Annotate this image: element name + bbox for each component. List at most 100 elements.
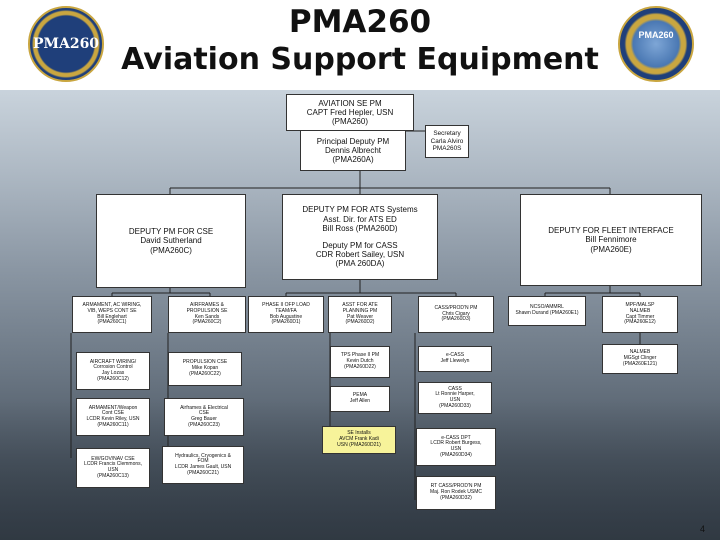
ncso-ammrl-box: NCSO/AMMRL Shawn Durand (PMA260E1) (508, 296, 586, 326)
page-title: PMA260 (288, 4, 432, 40)
box-line: RT CASS/PROD'N PM (430, 483, 482, 490)
box-line: Jeff Allen (349, 398, 371, 404)
box-line: NCSO/AMMRL (530, 304, 564, 311)
aircraft-wiring-box: AIRCRAFT WIRING/ Corrosion Control Jay L… (76, 352, 150, 390)
box-line: DEPUTY PM FOR ATS Systems (302, 205, 418, 215)
box-line: LCDR Kevin Riley, USN (86, 416, 140, 422)
box-line: (PMA 260DA) (335, 259, 385, 269)
cass-prod-box: CASS/PROD'N PM Chris Cigary (PMA260D3) (418, 296, 494, 333)
box-line: Ken Sands (194, 313, 220, 320)
box-line: (PMA260C23) (188, 421, 220, 428)
principal-deputy-box: Principal Deputy PM Dennis Albrecht (PMA… (300, 131, 406, 171)
box-line: EW/GOV/NAV CSE (91, 455, 135, 462)
box-line: Secretary (433, 130, 461, 138)
box-line: CAPT Fred Hepler, USN (306, 107, 394, 117)
box-line: Bill Ross (PMA260D) (322, 223, 398, 233)
box-line: USN (107, 467, 119, 473)
armament-weapon-box: ARMAMENT/Weapon Cont CSE LCDR Kevin Rile… (76, 398, 150, 436)
box-line: (PMA260E12) (624, 319, 656, 326)
ecass-box: e-CASS Jeff Llewelyn (418, 346, 492, 372)
box-line: (PMA260C1) (97, 319, 127, 326)
airframes-propulsion-box: AIRFRAMES & PROPULSION SE Ken Sands (PMA… (168, 296, 246, 333)
tps-phase2-box: TPS Phase II PM Kevin Dutch (PMA260D22) (330, 346, 390, 378)
box-line: AIRFRAMES & (190, 302, 224, 308)
box-line: LCDR Francis Clemmons, (83, 461, 143, 468)
box-line: Cont CSE (101, 410, 125, 417)
box-line: LCDR James Gault, USN (174, 464, 232, 470)
secretary-box: Secretary Carla Alviro PMA260S (425, 125, 469, 158)
box-line: Mike Kopan (191, 365, 219, 372)
box-line: PEMA (352, 392, 368, 399)
box-line: Greg Bauer (191, 416, 217, 422)
navair-seal-logo: PMA260 (618, 6, 694, 82)
box-line: Airframes & Electrical (180, 404, 228, 411)
cass-box: CASS Lt Ronnie Harper, USN (PMA260D33) (418, 382, 492, 414)
box-line: USN (449, 397, 461, 403)
box-line: (PMA260C13) (97, 472, 129, 479)
box-line: NALMEB (629, 307, 651, 314)
armament-wiring-box: ARMAMENT, AC WIRING, VIB, WEPS CONT SE B… (72, 296, 152, 333)
pema-box: PEMA Jeff Allen (330, 386, 390, 412)
box-line: (PMA260D34) (440, 451, 472, 458)
box-line: PHASE II OFP LOAD (262, 302, 310, 308)
box-line: TPS Phase II PM (340, 352, 380, 359)
box-line: FOM (197, 458, 209, 465)
box-line: (PMA260C21) (187, 469, 219, 476)
box-line: (PMA260D1) (271, 319, 301, 326)
box-line: ARMAMENT, AC WIRING, (82, 302, 142, 308)
box-line: PROPULSION CSE (182, 359, 228, 366)
box-line: (PMA260C22) (189, 370, 221, 377)
box-line: (PMA260D33) (439, 402, 471, 409)
box-line: Pat Weaver (346, 313, 374, 320)
box-line: Corrosion Control (93, 364, 133, 371)
box-line: (PMA260C) (150, 245, 192, 255)
box-line: (PMA260D2) (345, 319, 375, 326)
box-line: Principal Deputy PM (316, 136, 390, 146)
box-line: Chris Cigary (442, 310, 470, 317)
box-line: USN (PMA260D21) (337, 441, 381, 448)
mpf-malsp-box: MPF/MALSP NALMEB Capt Timmer (PMA260E12) (602, 296, 678, 333)
box-line: DEPUTY FOR FLEET INTERFACE (548, 226, 674, 236)
hydraulics-cryogenics-box: Hydraulics, Cryogenics & FOM LCDR James … (162, 446, 244, 484)
box-line: (PMA260C2) (192, 319, 222, 326)
box-line: Asst. Dir. for ATS ED (323, 214, 397, 224)
box-line: Capt Timmer (625, 313, 655, 320)
box-line: CDR Robert Sailey, USN (315, 250, 405, 260)
propulsion-cse-box: PROPULSION CSE Mike Kopan (PMA260C22) (168, 352, 242, 386)
box-line: (PMA260) (331, 117, 368, 127)
airframes-electrical-box: Airframes & Electrical CSE Greg Bauer (P… (164, 398, 244, 436)
box-line: e-CASS DPT (441, 434, 471, 441)
box-line: Bill Englehart (97, 313, 127, 320)
box-line: (PMA260D22) (344, 363, 376, 370)
rt-cass-box: RT CASS/PROD'N PM Maj. Ron Rodek USMC (P… (416, 476, 496, 510)
box-line: CASS/PROD'N PM (434, 304, 478, 311)
box-line: Hydraulics, Cryogenics & (175, 452, 231, 459)
box-line: MPF/MALSP (625, 302, 655, 308)
box-line: DEPUTY PM FOR CSE (128, 227, 214, 237)
box-line: Maj. Ron Rodek USMC (430, 489, 482, 496)
box-line: AVCM Frank Kadi (339, 436, 379, 443)
box-line: Bill Fennimore (585, 235, 637, 245)
deputy-ats-box: DEPUTY PM FOR ATS Systems Asst. Dir. for… (282, 194, 438, 280)
deputy-cse-box: DEPUTY PM FOR CSE David Sutherland (PMA2… (96, 194, 246, 288)
nalmeb-box: NALMEB MGSgt Clinger (PMA260E121) (602, 344, 678, 374)
box-line: VIB, WEPS CONT SE (87, 307, 137, 314)
box-line: LCDR Robert Burgess, (430, 440, 482, 447)
box-line: USN (450, 446, 462, 452)
box-line: e-CASS (445, 352, 465, 359)
box-line: PROPULSION SE (186, 307, 228, 314)
box-line: Lt Ronnie Harper, (435, 391, 475, 398)
box-line: (PMA260C11) (97, 421, 129, 428)
box-line: Shawn Durand (PMA260E1) (515, 310, 579, 316)
page-subtitle: Aviation Support Equipment (121, 42, 599, 77)
se-installs-box: SE Installs AVCM Frank Kadi USN (PMA260D… (322, 426, 396, 454)
box-line: AVIATION SE PM (318, 98, 382, 108)
pma260-logo: PMA260 (28, 6, 104, 82)
deputy-fleet-box: DEPUTY FOR FLEET INTERFACE Bill Fennimor… (520, 194, 702, 286)
box-line: TEAM/FA (275, 307, 297, 314)
aviation-se-pm-box: AVIATION SE PM CAPT Fred Hepler, USN (PM… (286, 94, 414, 131)
box-line: NALMEB (629, 349, 651, 356)
box-line: AIRCRAFT WIRING/ (89, 358, 137, 365)
box-line: PMA260S (432, 145, 462, 153)
box-line: (PMA260D3) (441, 316, 471, 323)
